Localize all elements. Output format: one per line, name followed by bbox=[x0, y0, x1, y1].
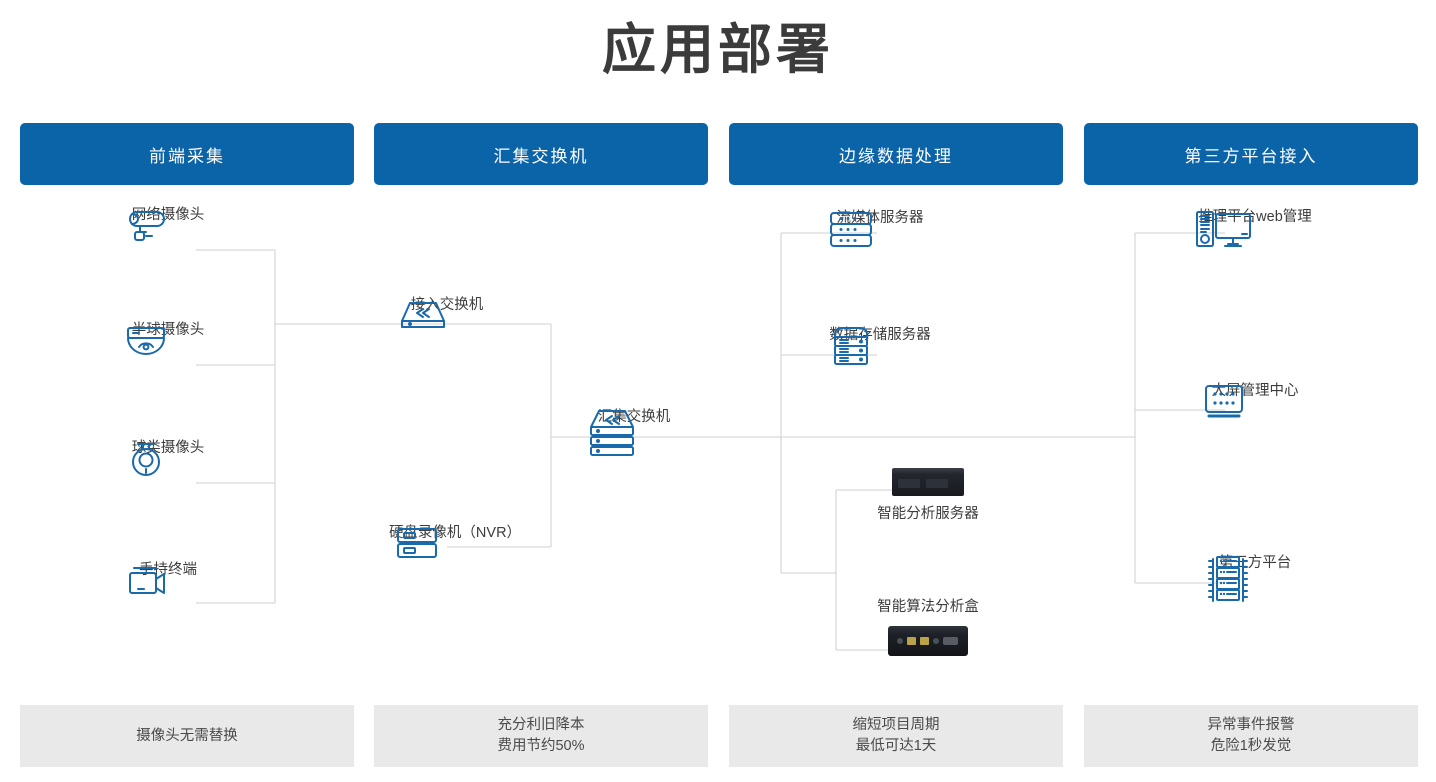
node-aggregation-switch[interactable]: 汇集交换机 bbox=[578, 407, 690, 456]
nvr-icon bbox=[397, 528, 437, 558]
rackmount-photo bbox=[892, 468, 964, 496]
node-label: 智能算法分析盒 bbox=[877, 599, 979, 615]
node-analysis-server[interactable]: 智能分析服务器 bbox=[858, 468, 998, 524]
feature-cost-reduction[interactable]: 充分利旧降本 费用节约50% bbox=[374, 705, 708, 767]
desktop-pc-icon bbox=[1196, 211, 1251, 247]
page-title: 应用部署 bbox=[602, 20, 834, 80]
node-handheld-terminal[interactable]: 手持终端 bbox=[118, 560, 218, 594]
column-header-front-end-collection[interactable]: 前端采集 bbox=[20, 123, 354, 185]
node-access-switch[interactable]: 接入交换机 bbox=[392, 295, 502, 328]
diagram-canvas: 网络摄像头 半球摄像头 bbox=[0, 185, 1436, 690]
node-storage-server[interactable]: 数据存储服务器 bbox=[820, 325, 940, 365]
rack-server-icon bbox=[830, 212, 872, 247]
video-wall-icon bbox=[1205, 385, 1243, 418]
server-rack-icon bbox=[1208, 556, 1248, 602]
ptz-camera-icon bbox=[132, 443, 160, 476]
switch-icon bbox=[401, 302, 445, 328]
feature-text: 异常事件报警 危险1秒发觉 bbox=[1207, 717, 1295, 754]
node-stream-server[interactable]: 流媒体服务器 bbox=[820, 208, 940, 247]
column-header-label: 汇集交换机 bbox=[493, 146, 589, 166]
feature-text: 摄像头无需替换 bbox=[136, 727, 238, 744]
dome-camera-icon bbox=[127, 327, 165, 355]
column-header-third-party-access[interactable]: 第三方平台接入 bbox=[1084, 123, 1418, 185]
feature-no-camera-replacement[interactable]: 摄像头无需替换 bbox=[20, 705, 354, 767]
storage-server-icon bbox=[834, 327, 868, 365]
feature-text: 缩短项目周期 最低可达1天 bbox=[852, 717, 940, 754]
column-header-label: 边缘数据处理 bbox=[839, 146, 953, 166]
feature-bar: 摄像头无需替换 充分利旧降本 费用节约50% 缩短项目周期 最低可达1天 异常事… bbox=[0, 705, 1436, 767]
column-header-aggregation-switch[interactable]: 汇集交换机 bbox=[374, 123, 708, 185]
column-header-label: 第三方平台接入 bbox=[1184, 146, 1318, 166]
node-display-center[interactable]: 大屏管理中心 bbox=[1193, 381, 1317, 418]
node-algorithm-box[interactable]: 智能算法分析盒 bbox=[858, 597, 998, 656]
feature-shorter-cycle[interactable]: 缩短项目周期 最低可达1天 bbox=[729, 705, 1063, 767]
edge-box-ports bbox=[897, 637, 958, 645]
column-header-label: 前端采集 bbox=[149, 146, 225, 166]
node-web-management[interactable]: 推理平台web管理 bbox=[1185, 207, 1325, 247]
feature-text: 充分利旧降本 费用节约50% bbox=[497, 717, 585, 754]
node-label: 数据存储服务器 bbox=[829, 327, 931, 343]
edge-box-photo bbox=[888, 626, 968, 656]
node-network-camera[interactable]: 网络摄像头 bbox=[118, 205, 218, 241]
bullet-camera-icon bbox=[129, 211, 165, 241]
node-label: 智能分析服务器 bbox=[877, 506, 979, 522]
node-nvr[interactable]: 硬盘录像机（NVR） bbox=[385, 523, 525, 558]
column-header-bar: 前端采集 汇集交换机 边缘数据处理 第三方平台接入 bbox=[0, 123, 1436, 185]
node-third-party-platform[interactable]: 第三方平台 bbox=[1197, 553, 1313, 602]
node-ptz-camera[interactable]: 球类摄像头 bbox=[118, 438, 218, 476]
column-header-edge-data-processing[interactable]: 边缘数据处理 bbox=[729, 123, 1063, 185]
stacked-switch-icon bbox=[590, 410, 634, 456]
node-dome-camera[interactable]: 半球摄像头 bbox=[118, 320, 218, 355]
feature-event-alarm[interactable]: 异常事件报警 危险1秒发觉 bbox=[1084, 705, 1418, 767]
camcorder-icon bbox=[129, 567, 165, 594]
node-label: 半球摄像头 bbox=[131, 322, 205, 338]
